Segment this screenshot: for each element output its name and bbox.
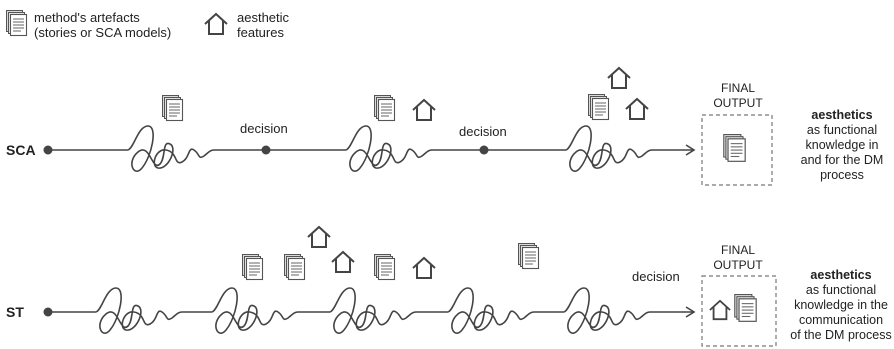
st-timeline xyxy=(48,287,696,334)
sca-decision-label-2: decision xyxy=(459,124,507,139)
st-conclusion-line4: of the DM process xyxy=(790,328,892,342)
sca-conclusion-line3: and for the DM xyxy=(800,153,884,167)
document-stack-icon xyxy=(723,134,746,162)
house-icon xyxy=(607,67,631,89)
sca-final-output-label: FINAL OUTPUT xyxy=(707,81,769,111)
legend-aesthetic-line2: features xyxy=(237,25,284,40)
sca-decision-node-2 xyxy=(479,145,489,155)
document-stack-icon xyxy=(162,95,184,122)
house-icon xyxy=(307,226,331,248)
document-stack-icon xyxy=(518,243,540,270)
house-icon xyxy=(625,98,649,120)
st-conclusion: aesthetics as functional knowledge in th… xyxy=(788,268,894,343)
sca-final-line1: FINAL xyxy=(720,81,755,95)
st-final-line1: FINAL xyxy=(720,243,755,257)
st-start-node xyxy=(43,307,53,317)
house-icon xyxy=(708,299,732,321)
house-icon xyxy=(412,257,436,279)
st-final-line2: OUTPUT xyxy=(713,258,763,272)
legend-document-icon xyxy=(6,10,28,37)
legend-aesthetic-label: aesthetic features xyxy=(237,10,289,40)
sca-timeline xyxy=(48,125,696,172)
sca-final-line2: OUTPUT xyxy=(713,96,763,110)
st-final-output-box xyxy=(701,275,777,347)
sca-decision-label-1: decision xyxy=(240,121,288,136)
house-icon xyxy=(412,99,436,121)
sca-decision-node-1 xyxy=(261,145,271,155)
legend-aesthetic-line1: aesthetic xyxy=(237,10,290,25)
sca-conclusion-line4: process xyxy=(820,168,864,182)
legend-artefacts-line1: method's artefacts xyxy=(34,10,140,25)
sca-conclusion: aesthetics as functional knowledge in an… xyxy=(790,108,894,183)
st-conclusion-line2: knowledge in the xyxy=(794,298,888,312)
sca-start-node xyxy=(43,145,53,155)
sca-final-output-box xyxy=(701,114,773,186)
legend-artefacts-line2: (stories or SCA models) xyxy=(34,25,172,40)
document-stack-icon xyxy=(374,95,396,122)
sca-conclusion-line2: knowledge in xyxy=(805,138,879,152)
legend-house-icon xyxy=(204,13,228,35)
st-decision-label-1: decision xyxy=(632,269,680,284)
house-icon xyxy=(331,251,355,273)
st-conclusion-line1: as functional xyxy=(805,283,877,297)
document-stack-icon xyxy=(374,254,396,281)
document-stack-icon xyxy=(242,254,264,281)
st-conclusion-title: aesthetics xyxy=(810,268,872,282)
st-conclusion-line3: communication xyxy=(798,313,884,327)
st-final-output-label: FINAL OUTPUT xyxy=(707,243,769,273)
sca-conclusion-line1: as functional xyxy=(806,123,878,137)
legend-artefacts-label: method's artefacts (stories or SCA model… xyxy=(34,10,171,40)
sca-row-label: SCA xyxy=(6,142,36,158)
sca-conclusion-title: aesthetics xyxy=(811,108,873,122)
document-stack-icon xyxy=(284,254,306,281)
document-stack-icon xyxy=(588,94,610,121)
document-stack-icon xyxy=(734,294,757,322)
st-row-label: ST xyxy=(6,304,24,320)
